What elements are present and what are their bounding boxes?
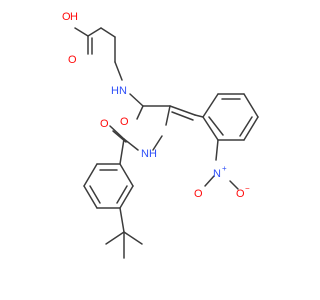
bond <box>152 135 163 151</box>
nitro-oxygen-a: O <box>194 188 203 200</box>
atom-labels: O H O N H O N H O N + O O − <box>62 11 250 200</box>
bond <box>119 207 125 233</box>
molecule-structure: O H O N H O N H O N + O O − <box>62 11 259 259</box>
bond <box>204 175 215 187</box>
bond <box>119 138 125 165</box>
nitro-nitrogen: N <box>213 168 221 180</box>
bond <box>129 93 144 107</box>
amide-nitrogen-2: N <box>141 148 149 160</box>
nitro-oxygen-b: O <box>236 188 245 200</box>
bond <box>229 180 239 190</box>
bond <box>171 111 194 121</box>
bond <box>239 116 253 137</box>
amide-hydrogen-1: H <box>111 85 119 97</box>
amide-oxygen-1: O <box>120 116 129 128</box>
bond <box>109 125 125 140</box>
nitro-nitrogen-charge: + <box>222 164 227 173</box>
bond <box>114 61 123 81</box>
bond <box>215 139 219 161</box>
hydroxyl-hydrogen: H <box>70 11 78 23</box>
bond <box>116 185 128 204</box>
nitro-oxygen-b-charge: − <box>245 184 250 193</box>
acid-carbonyl-oxygen: O <box>68 54 77 66</box>
amide-oxygen-2: O <box>100 118 109 130</box>
bond <box>123 231 143 245</box>
bond <box>89 185 101 204</box>
bond <box>202 93 219 118</box>
bond <box>123 138 139 151</box>
bond <box>100 27 116 38</box>
bond <box>243 116 259 141</box>
bonds <box>74 27 259 259</box>
hydroxyl-oxygen: O <box>62 11 71 23</box>
bond <box>83 163 98 187</box>
bond <box>83 185 98 209</box>
bond <box>208 116 224 136</box>
bond <box>105 231 125 245</box>
bond <box>243 93 259 118</box>
amide-nitrogen-1: N <box>119 85 127 97</box>
bond <box>87 27 102 37</box>
amide-hydrogen-2: H <box>149 148 157 160</box>
bond <box>119 185 134 209</box>
bond <box>74 27 89 37</box>
bond <box>119 163 134 187</box>
bond <box>194 114 204 118</box>
bond <box>136 105 144 120</box>
bond <box>202 116 219 141</box>
bond <box>165 105 171 126</box>
bond <box>169 105 196 116</box>
